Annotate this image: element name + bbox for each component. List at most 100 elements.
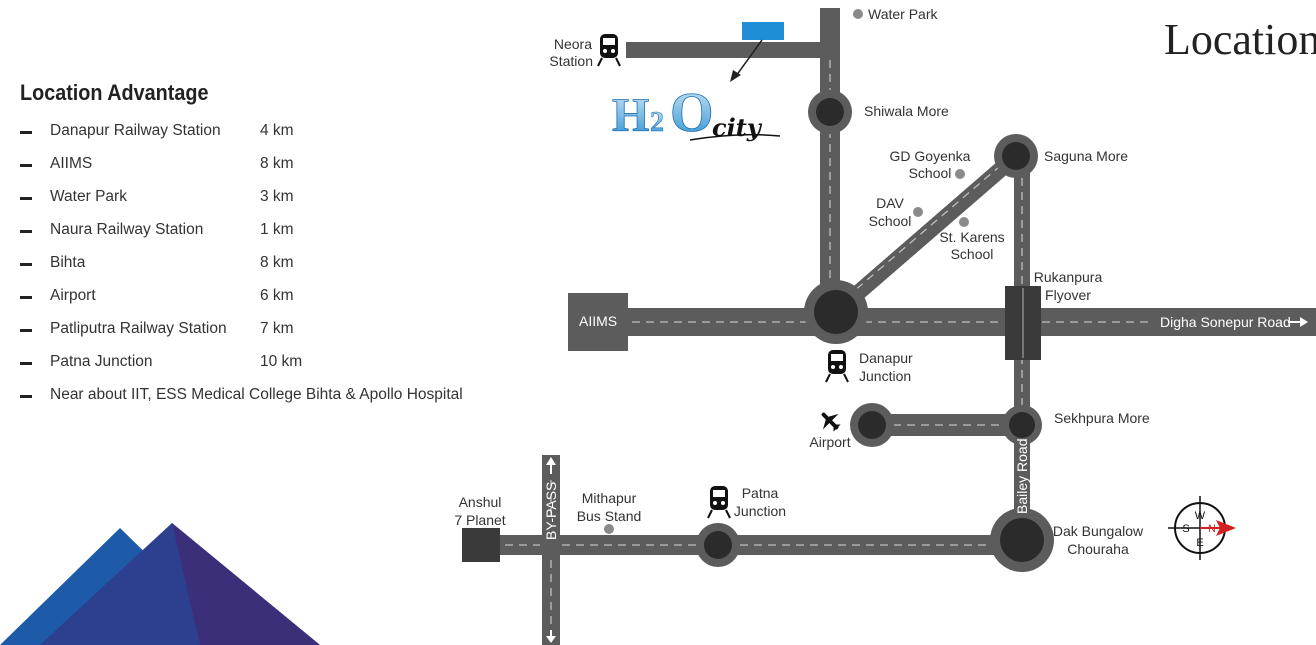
label-dak-bungalow: Dak Bungalow bbox=[1053, 523, 1144, 539]
label-neora: Neora bbox=[554, 36, 592, 52]
logo-two: 2 bbox=[650, 107, 664, 138]
anshul-block bbox=[462, 528, 500, 562]
train-rail bbox=[825, 373, 831, 383]
logo-h: H bbox=[612, 89, 649, 142]
label-mithapur-bus-stand: Bus Stand bbox=[577, 508, 642, 524]
poi-dot bbox=[913, 207, 923, 217]
label-danapur: Danapur bbox=[859, 350, 913, 366]
bullet-dash bbox=[20, 263, 32, 266]
label-st-karens: St. Karens bbox=[939, 229, 1004, 245]
place-distance: 4 km bbox=[260, 122, 294, 139]
place-distance: 3 km bbox=[260, 188, 294, 205]
place-name: Water Park bbox=[50, 188, 127, 205]
node-core bbox=[858, 411, 886, 439]
place-distance: 8 km bbox=[260, 155, 294, 172]
arrow-head bbox=[1300, 317, 1308, 327]
label-by-pass: BY-PASS bbox=[543, 482, 559, 540]
label-flyover: Flyover bbox=[1045, 287, 1091, 303]
label-patna: Patna bbox=[742, 485, 779, 501]
train-window bbox=[713, 490, 725, 497]
site-arrow-head bbox=[730, 70, 741, 82]
label-patna-junction: Junction bbox=[734, 503, 786, 519]
label-dav: DAV bbox=[876, 195, 904, 211]
label-bailey-road: Bailey Road bbox=[1014, 439, 1030, 515]
compass-n: N bbox=[1208, 523, 1216, 535]
compass-north-arrow bbox=[1216, 520, 1236, 536]
train-icon bbox=[825, 350, 849, 383]
pyramid-decoration bbox=[0, 523, 320, 645]
label-sekhpura: Sekhpura More bbox=[1054, 410, 1150, 426]
train-rail bbox=[725, 509, 731, 519]
pyramid-shade bbox=[172, 523, 320, 645]
train-light bbox=[603, 49, 607, 53]
bullet-dash bbox=[20, 296, 32, 299]
arrow-head bbox=[546, 457, 556, 465]
label-chouraha: Chouraha bbox=[1067, 541, 1129, 557]
compass-icon: W S N E bbox=[1168, 496, 1236, 560]
place-name: Patliputra Railway Station bbox=[50, 320, 227, 337]
page-title: Location bbox=[1164, 15, 1316, 64]
label-neora-station: Station bbox=[549, 53, 593, 69]
label-gd-goyenka-school: School bbox=[909, 165, 952, 181]
site-marker bbox=[742, 22, 784, 40]
place-distance: 7 km bbox=[260, 320, 294, 337]
train-light bbox=[831, 365, 835, 369]
place-name: Bihta bbox=[50, 254, 86, 271]
train-rail bbox=[597, 57, 603, 67]
poi-dot bbox=[959, 217, 969, 227]
label-rukanpura: Rukanpura bbox=[1034, 269, 1103, 285]
label-water-park: Water Park bbox=[868, 6, 938, 22]
train-light bbox=[611, 49, 615, 53]
place-name: Airport bbox=[50, 287, 96, 304]
bullet-dash bbox=[20, 395, 32, 398]
location-advantage-heading: Location Advantage bbox=[20, 80, 209, 105]
bullet-dash bbox=[20, 131, 32, 134]
train-rail bbox=[615, 57, 621, 67]
plane-tail bbox=[833, 424, 841, 432]
label-mithapur: Mithapur bbox=[582, 490, 637, 506]
compass-e: E bbox=[1196, 537, 1203, 549]
compass-s: S bbox=[1182, 523, 1189, 535]
train-window bbox=[603, 38, 615, 45]
label-airport: Airport bbox=[809, 434, 850, 450]
arrow-up-icon bbox=[546, 457, 556, 474]
node-core bbox=[814, 290, 858, 334]
h2o-city-logo: H 2 O city bbox=[612, 82, 781, 144]
label-gd-goyenka: GD Goyenka bbox=[890, 148, 971, 164]
airplane-icon bbox=[821, 412, 841, 432]
train-light bbox=[721, 501, 725, 505]
arrow-head bbox=[546, 636, 556, 643]
poi-dots bbox=[604, 9, 969, 534]
label-danapur-junction: Junction bbox=[859, 368, 911, 384]
train-icon bbox=[597, 34, 621, 67]
bullet-dash bbox=[20, 197, 32, 200]
bullet-dash bbox=[20, 164, 32, 167]
node-core bbox=[1009, 412, 1035, 438]
train-window bbox=[831, 354, 843, 361]
road-dashes bbox=[505, 60, 1150, 630]
compass-w: W bbox=[1195, 510, 1206, 522]
place-name: Naura Railway Station bbox=[50, 221, 204, 238]
label-saguna: Saguna More bbox=[1044, 148, 1128, 164]
bullet-dash bbox=[20, 362, 32, 365]
label-anshul-7-planet: 7 Planet bbox=[454, 512, 505, 528]
place-name: Near about IIT, ESS Medical College Biht… bbox=[50, 386, 463, 403]
train-body bbox=[600, 34, 618, 58]
node-core bbox=[816, 98, 844, 126]
label-digha-sonepur-road: Digha Sonepur Road bbox=[1160, 314, 1291, 330]
label-anshul: Anshul bbox=[459, 494, 502, 510]
node-core bbox=[1000, 518, 1044, 562]
place-distance: 1 km bbox=[260, 221, 294, 238]
logo-city: city bbox=[712, 113, 763, 142]
road-diagonal bbox=[830, 149, 1022, 319]
road-nodes bbox=[696, 90, 1054, 572]
dash-line bbox=[845, 165, 1001, 299]
aiims-block bbox=[568, 293, 628, 351]
node-core bbox=[1002, 142, 1030, 170]
label-aiims: AIIMS bbox=[579, 313, 617, 329]
train-light bbox=[839, 365, 843, 369]
train-body bbox=[710, 486, 728, 510]
train-light bbox=[713, 501, 717, 505]
logo-o: O bbox=[670, 82, 714, 144]
